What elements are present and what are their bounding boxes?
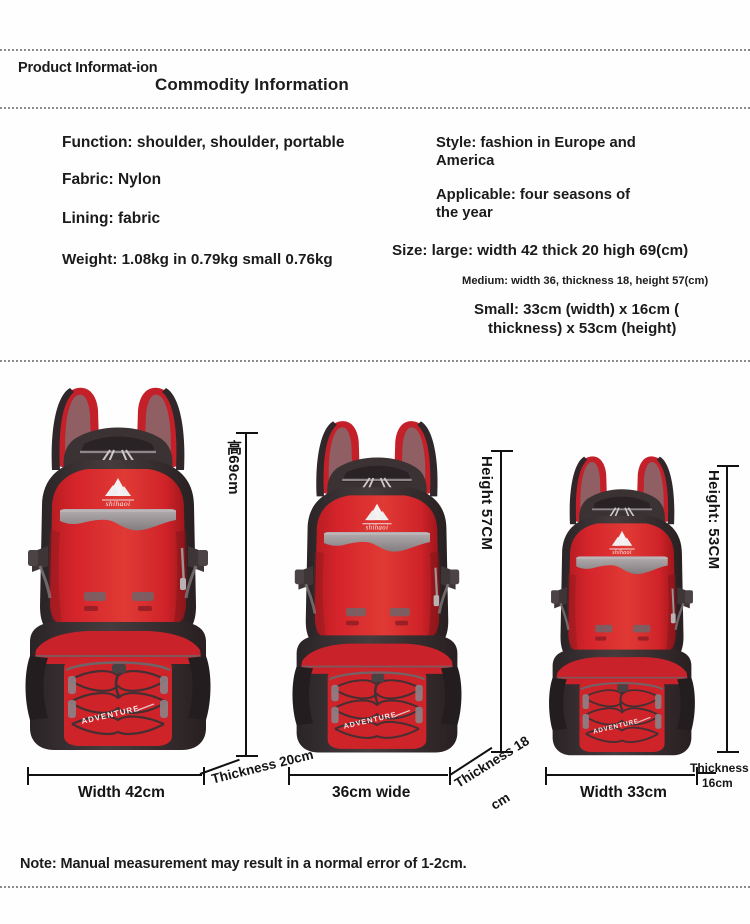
divider-top: [0, 49, 750, 51]
large-width-dimension-line: [27, 767, 205, 785]
page-title: Commodity Information: [155, 75, 349, 94]
large-height-label: 高69cm: [225, 440, 242, 495]
medium-thickness-label-line2: cm: [488, 789, 513, 813]
spec-size-medium: Medium: width 36, thickness 18, height 5…: [462, 274, 709, 287]
small-thickness-leader-line: [696, 772, 716, 774]
spec-size-small: Small: 33cm (width) x 16cm ( thickness) …: [474, 301, 724, 338]
spec-size-small-line2: thickness) x 53cm (height): [488, 319, 677, 337]
medium-height-dimension-line: [491, 450, 513, 753]
large-backpack-image: shihaoi: [14, 380, 222, 780]
spec-size-small-line1: Small: 33cm (width) x 16cm (: [474, 301, 680, 319]
spec-applicable: Applicable: four seasons of the year: [436, 187, 631, 222]
spec-size-large: Size: large: width 42 thick 20 high 69(c…: [392, 242, 689, 260]
small-height-dimension-line: [717, 465, 739, 753]
measurement-note: Note: Manual measurement may result in a…: [20, 856, 467, 872]
spec-column-right: Style: fashion in Europe and America App…: [392, 132, 740, 338]
large-width-label: Width 42cm: [78, 784, 165, 801]
medium-width-label: 36cm wide: [332, 784, 411, 801]
svg-text:shihaoi: shihaoi: [366, 524, 389, 531]
small-thickness-label-line1: Thickness: [690, 761, 749, 775]
small-height-label: Height: 53CM: [705, 470, 722, 570]
product-figures: shihaoi: [0, 362, 750, 832]
divider-bottom: [0, 886, 750, 888]
spec-lining: Lining: fabric: [62, 209, 161, 227]
large-height-dimension-line: [236, 432, 258, 757]
small-backpack-image: shihaoi: [540, 450, 704, 780]
small-width-label: Width 33cm: [580, 784, 667, 801]
spec-style: Style: fashion in Europe and America: [436, 135, 636, 170]
product-information-label: Product Informat-ion: [18, 60, 158, 76]
medium-width-dimension-line: [288, 767, 451, 785]
spec-fabric: Fabric: Nylon: [62, 170, 162, 188]
divider-header: [0, 107, 750, 109]
small-thickness-label-line2: 16cm: [702, 776, 733, 790]
spec-weight: Weight: 1.08kg in 0.79kg small 0.76kg: [62, 250, 333, 268]
svg-text:shihaoi: shihaoi: [612, 550, 632, 556]
small-width-dimension-line: [545, 767, 698, 785]
divider-middle: [0, 360, 750, 362]
medium-backpack-image: shihaoi: [282, 414, 472, 780]
spec-function: Function: shoulder, shoulder, portable: [62, 134, 345, 151]
medium-height-label: Height 57CM: [478, 456, 495, 551]
spec-column-left: Function: shoulder, shoulder, portable F…: [62, 132, 392, 269]
svg-text:shihaoi: shihaoi: [106, 499, 131, 508]
